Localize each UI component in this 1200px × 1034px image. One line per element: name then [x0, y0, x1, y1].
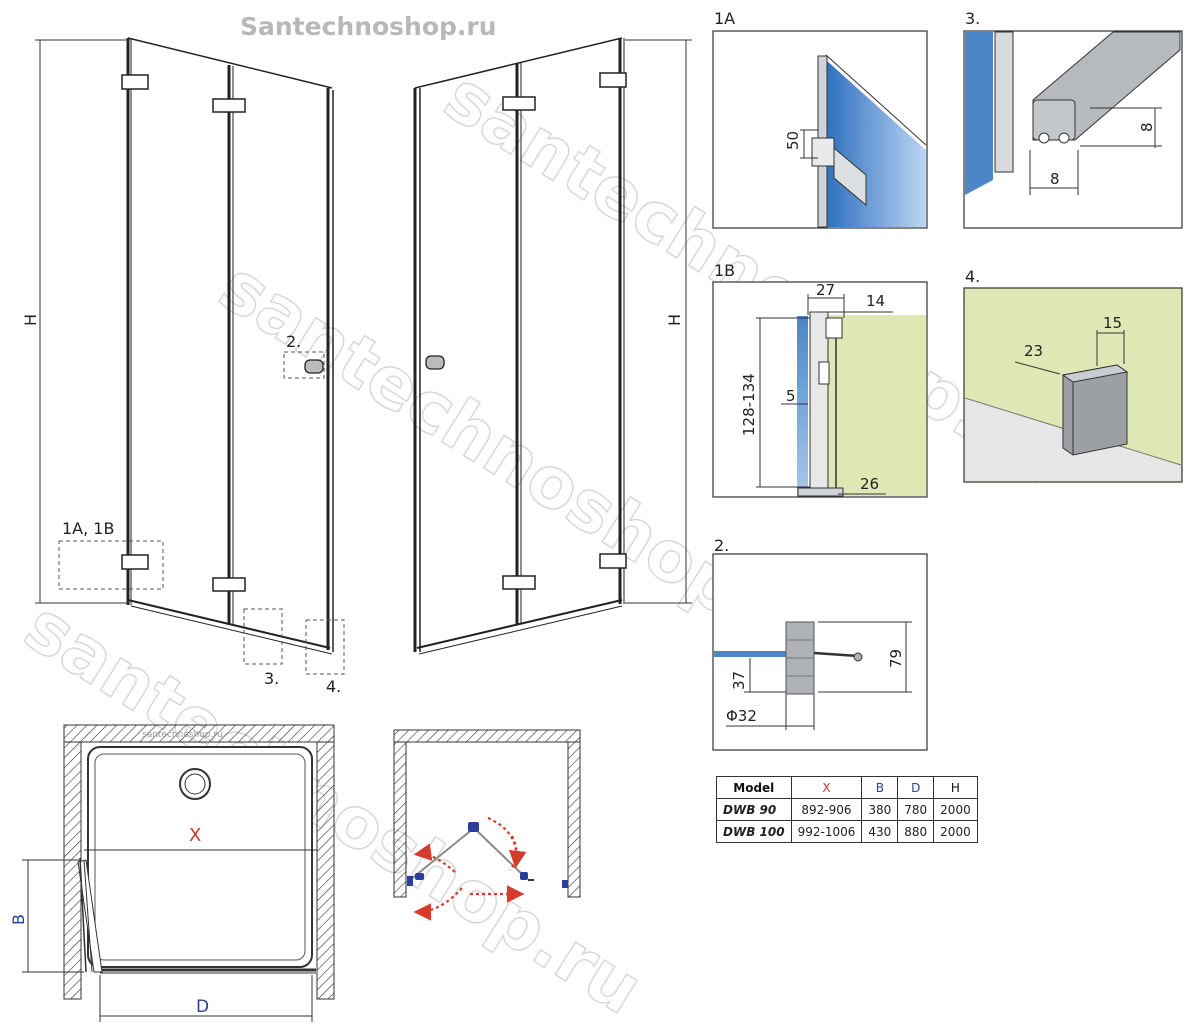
- detail-3-panel: [963, 30, 1183, 229]
- cell-model: DWB 90: [716, 798, 792, 821]
- left-height-dimension: [35, 39, 128, 604]
- opening-schematic: [393, 729, 581, 921]
- table-row: DWB 100 992-1006 430 880 2000: [716, 820, 978, 843]
- plan-view-walls: [22, 724, 335, 1022]
- cell-x: 992-1006: [790, 820, 863, 843]
- detail-4-dim-15: 15: [1103, 314, 1122, 332]
- header-b: B: [861, 776, 899, 799]
- detail-1a-dim: 50: [784, 131, 802, 150]
- detail-1b-dim-14: 14: [866, 292, 885, 310]
- detail-1b-title: 1B: [714, 261, 735, 280]
- header-x: X: [790, 776, 863, 799]
- detail-1b-dim-26: 26: [860, 475, 879, 493]
- callout-4-label: 4.: [326, 677, 341, 696]
- detail-1b-dim-5: 5: [786, 387, 796, 405]
- detail-4-panel: [963, 287, 1183, 483]
- watermark-site: Santechnoshop.ru: [240, 12, 497, 41]
- callout-box-3: [243, 608, 283, 665]
- watermark-small: santechnoshop.ru: [142, 730, 223, 740]
- callout-3-label: 3.: [264, 669, 279, 688]
- detail-2-dim-phi: Φ32: [726, 707, 757, 725]
- cell-d: 780: [897, 798, 935, 821]
- detail-1a-panel: [712, 30, 928, 229]
- table-row: DWB 90 892-906 380 780 2000: [716, 798, 978, 821]
- detail-4-dim-23: 23: [1024, 342, 1043, 360]
- cell-x: 892-906: [790, 798, 863, 821]
- left-door-front-view: [121, 37, 334, 655]
- detail-1b-panel: [712, 281, 928, 498]
- plan-b-label: B: [9, 914, 28, 925]
- detail-2-panel: [712, 553, 928, 751]
- detail-4-title: 4.: [965, 267, 980, 286]
- plan-d-label: D: [196, 997, 209, 1017]
- cell-h: 2000: [933, 798, 978, 821]
- left-height-label: H: [21, 314, 40, 326]
- cell-b: 430: [861, 820, 899, 843]
- right-height-dimension: [625, 39, 692, 604]
- detail-3-title: 3.: [965, 9, 980, 28]
- right-door-front-view: [413, 37, 627, 655]
- cell-h: 2000: [933, 820, 978, 843]
- callout-box-1ab: [58, 540, 164, 590]
- detail-3-dim-width: 8: [1050, 170, 1060, 188]
- cell-model: DWB 100: [716, 820, 792, 843]
- cell-b: 380: [861, 798, 899, 821]
- detail-1b-dim-range: 128-134: [740, 373, 758, 436]
- header-model: Model: [716, 776, 792, 799]
- detail-3-dim-height: 8: [1138, 122, 1156, 132]
- callout-1ab-label: 1A, 1B: [62, 519, 114, 538]
- callout-box-2: [283, 351, 325, 379]
- header-d: D: [897, 776, 935, 799]
- callout-box-4: [305, 619, 345, 675]
- detail-2-dim-37: 37: [730, 671, 748, 690]
- cell-d: 880: [897, 820, 935, 843]
- detail-2-dim-79: 79: [887, 649, 905, 668]
- header-h: H: [933, 776, 978, 799]
- callout-2-label: 2.: [286, 332, 301, 351]
- plan-x-label: X: [189, 825, 201, 846]
- table-header-row: Model X B D H: [716, 776, 978, 799]
- detail-1a-title: 1A: [714, 9, 735, 28]
- detail-2-title: 2.: [714, 536, 729, 555]
- model-specs-table: Model X B D H DWB 90 892-906 380 780 200…: [716, 776, 978, 843]
- detail-1b-dim-27: 27: [816, 281, 835, 299]
- right-height-label: H: [665, 314, 684, 326]
